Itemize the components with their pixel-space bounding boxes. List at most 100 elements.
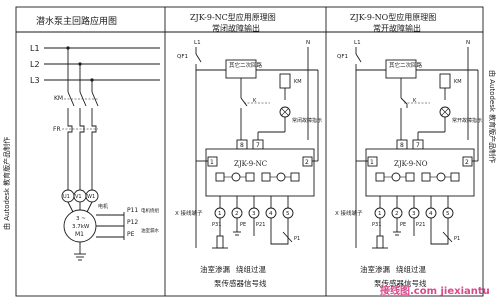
no-qf-label: QF1	[337, 54, 348, 60]
nc-pe: PE	[240, 222, 246, 228]
terminal-w1: W1	[87, 194, 95, 200]
no-term-4: 4	[429, 211, 433, 217]
nc-k-label: K	[253, 98, 257, 104]
no-bottom-leak: 油室渗漏	[360, 264, 390, 274]
nc-x-terminal-label: X 接线端子	[175, 209, 203, 217]
nc-inner-blocks	[215, 172, 300, 182]
no-pin2-box	[462, 156, 473, 167]
note-p12: 油室漏水	[141, 227, 159, 234]
title-nc: ZJK-9-NC型应用原理图	[190, 12, 276, 22]
no-fault-light-label: 常开故障指示	[452, 117, 482, 124]
no-other-circuit-label: 其它二次回路	[389, 61, 423, 69]
no-pe: PE	[400, 222, 406, 228]
fr-label: FR	[53, 126, 61, 133]
nc-p1: P1	[294, 236, 300, 242]
nc-km-coil	[279, 73, 291, 89]
nc-n-label: N	[306, 40, 310, 46]
lead-p12: P12	[127, 219, 138, 226]
nc-thermal-loop	[270, 230, 289, 245]
nc-pin2: 2	[305, 159, 309, 166]
nc-bottom-signal: 泵传感器信号线	[214, 278, 267, 288]
no-x-terminals	[374, 196, 454, 219]
motor-sym: 3 ~	[76, 216, 86, 222]
nc-model: ZJK-9-NC	[234, 160, 267, 168]
nc-term-4: 4	[269, 211, 273, 217]
nc-term-2: 2	[235, 211, 239, 217]
no-pin7: 7	[416, 142, 420, 149]
no-p1: P1	[454, 236, 460, 242]
nc-other-circuit-label: 其它二次回路	[229, 61, 263, 69]
motor-sensor-leads	[96, 212, 125, 240]
nc-bottom-leak: 油室渗漏	[200, 264, 230, 274]
nc-pin1-box	[207, 156, 218, 167]
lead-pe: PE	[127, 231, 135, 238]
no-model: ZJK-9-NO	[394, 160, 428, 168]
nc-bottom-temp: 绕组过温	[236, 264, 266, 274]
bus-label-l1: L1	[30, 44, 40, 53]
nc-fault-light-label: 常闭故障指示	[292, 117, 322, 124]
lead-p11: P11	[127, 207, 138, 214]
nc-pin8: 8	[240, 142, 244, 149]
nc-term-5: 5	[286, 211, 290, 217]
motor-power: 3.7kW	[72, 224, 90, 230]
no-km-coil	[439, 73, 451, 89]
no-term-5: 5	[446, 211, 450, 217]
no-term-2: 2	[395, 211, 399, 217]
title-no: ZJK-9-NO型应用原理图	[350, 12, 436, 22]
nc-pin2-box	[302, 156, 313, 167]
km-contact-label: KM	[54, 95, 63, 102]
nc-km-label: KM	[294, 79, 302, 85]
side-text-right: 由 Autodesk 教育版产品制作	[488, 70, 497, 163]
nc-leak-probe	[216, 235, 224, 249]
nc-pin7: 7	[256, 142, 260, 149]
motor-terminals	[61, 189, 99, 203]
title-main-circuit: 潜水泵主回路应用图	[36, 15, 117, 27]
nc-pin1: 1	[210, 159, 214, 166]
nc-p31: P31	[212, 222, 221, 228]
subtitle-nc: 常闭故障输出	[212, 23, 260, 33]
no-k-label: K	[413, 98, 417, 104]
no-term-3: 3	[412, 211, 416, 217]
terminal-u1: U1	[63, 194, 70, 200]
outer-frame	[15, 6, 484, 297]
nc-l1-label: L1	[194, 40, 201, 46]
no-thermal-loop	[430, 230, 449, 245]
watermark: 接线图.com jiexiantu	[380, 284, 490, 297]
bus-label-l2: L2	[30, 60, 40, 69]
no-bottom-signal: 泵传感器信号线	[374, 278, 427, 288]
no-pin1: 1	[370, 159, 374, 166]
no-p31: P31	[372, 222, 381, 228]
no-n-label: N	[466, 40, 470, 46]
nc-controller-box	[205, 148, 315, 197]
panel-no: QF1 L1 N 其它二次回路 KM 常开故障指示 K 8 7 ZJK-9-NO	[335, 40, 482, 288]
note-p11: 电机绕组	[141, 207, 159, 214]
no-pin8: 8	[400, 142, 404, 149]
side-text-left: 由 Autodesk 教育版产品制作	[2, 137, 11, 230]
bus-label-l3: L3	[30, 76, 40, 85]
no-inner-blocks	[375, 172, 460, 182]
nc-term-1: 1	[218, 211, 222, 217]
terminal-v1: V1	[75, 194, 82, 200]
no-term-1: 1	[378, 211, 382, 217]
motor-name: M1	[75, 231, 84, 238]
subtitle-no: 常开故障输出	[373, 23, 421, 33]
nc-qf-label: QF1	[177, 54, 188, 60]
motor-label: 电机	[98, 203, 108, 210]
frames	[15, 6, 484, 297]
no-bottom-temp: 绕组过温	[396, 264, 426, 274]
no-l1-label: L1	[354, 40, 361, 46]
no-pin1-box	[367, 156, 378, 167]
no-leak-probe	[376, 235, 384, 249]
nc-term-3: 3	[252, 211, 256, 217]
no-x-terminal-label: X 接线端子	[335, 209, 363, 217]
phase-drops	[62, 46, 99, 190]
nc-p21: P21	[256, 222, 265, 228]
no-controller-box	[365, 148, 475, 197]
no-km-label: KM	[454, 79, 462, 85]
no-pin2: 2	[465, 159, 469, 166]
panel-nc: QF1 L1 N 其它二次回路 KM 常闭故障指示 K 8	[175, 40, 322, 288]
main-circuit: L1 L2 L3	[30, 44, 160, 261]
no-p21: P21	[416, 222, 425, 228]
